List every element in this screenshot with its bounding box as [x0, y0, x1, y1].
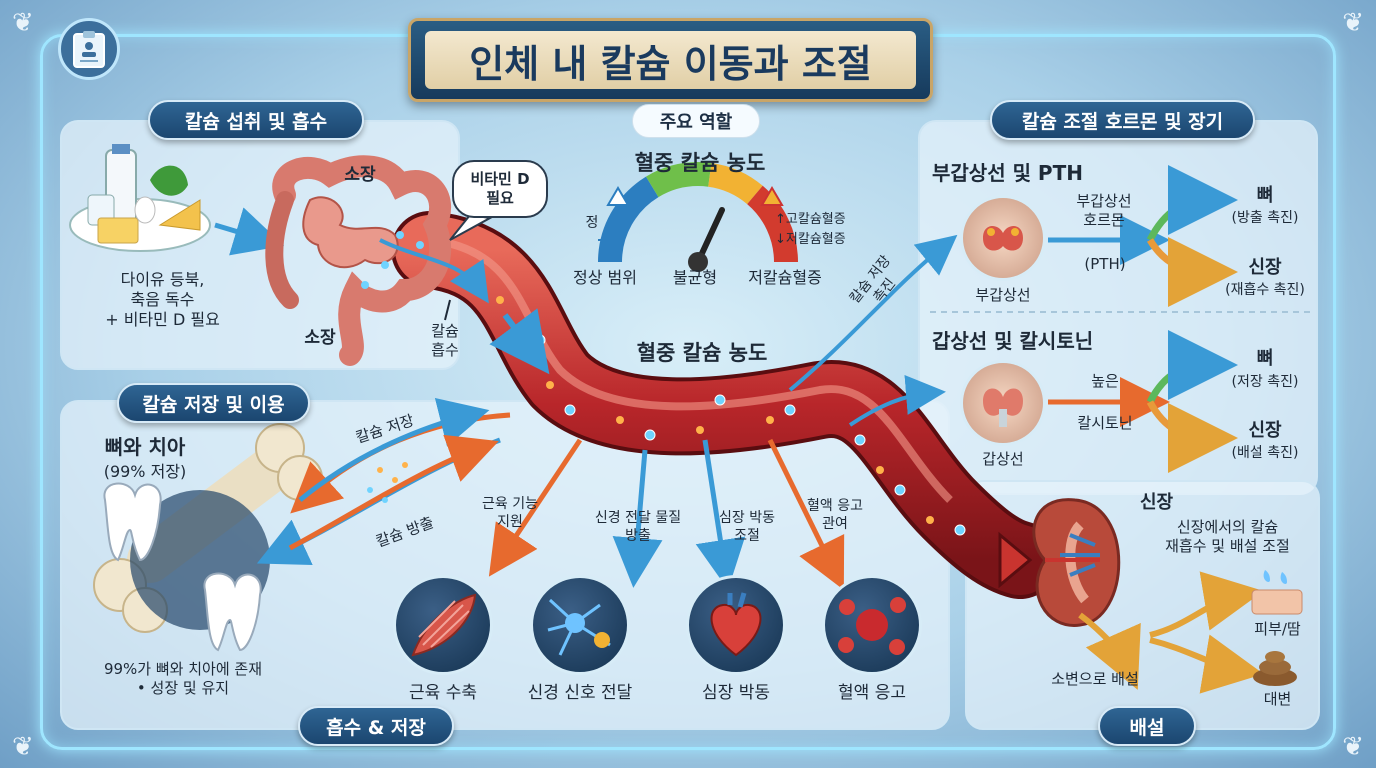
calcitonin-organ: 갑상선	[982, 450, 1024, 468]
corner-ornament-icon: ❦	[1342, 732, 1364, 762]
function-label-nerve: 신경 신호 전달	[527, 683, 633, 703]
gauge-high-label: ↑고칼슘혈증	[775, 212, 846, 227]
calcitonin-hormone: 칼시토닌	[1077, 414, 1133, 432]
intestine-label-top: 소장	[344, 165, 376, 185]
intake-section-label: 칼슘 섭취 및 흡수	[148, 100, 364, 140]
absorb-store-label: 흡수 & 저장	[298, 706, 454, 746]
pth-kidney: 신장	[1248, 257, 1282, 278]
kidney-title: 신장	[1140, 492, 1174, 513]
calcitonin-high: 높은	[1091, 372, 1119, 390]
pth-bone: 뼈	[1256, 185, 1274, 206]
gauge-label-low: 저칼슘혈증	[748, 268, 822, 287]
bones-title: 뼈와 치아	[104, 435, 186, 459]
calcitonin-bone: 뼈	[1256, 348, 1274, 369]
pth-bone-sub: (방출 촉진)	[1231, 210, 1299, 226]
calcitonin-kidney-sub: (배설 촉진)	[1231, 445, 1299, 461]
kidney-desc: 신장에서의 칼슘 재흡수 및 배설 조절	[1165, 518, 1290, 555]
regulation-section-label: 칼슘 조절 호르몬 및 장기	[990, 100, 1255, 140]
neuron-icon	[530, 575, 630, 675]
excretion-section-label: 배설	[1098, 706, 1196, 746]
title-banner: 인체 내 칼슘 이동과 조절	[408, 18, 933, 102]
function-arrow-label: 혈액 응고 관여	[807, 498, 863, 532]
corner-ornament-icon: ❦	[12, 732, 34, 762]
function-arrow-label: 근육 기능 지원	[482, 496, 538, 530]
function-label-muscle: 근육 수축	[409, 683, 477, 703]
roles-section-label: 주요 역할	[632, 104, 760, 138]
gauge-left-small: 정	[585, 215, 599, 231]
absorb-label: 칼슘 흡수	[431, 322, 459, 359]
urine-label: 소변으로 배설	[1051, 670, 1139, 688]
gauge-title: 혈중 칼슘 농도	[634, 151, 766, 175]
pth-kidney-sub: (재흡수 촉진)	[1225, 282, 1305, 298]
muscle-icon	[393, 575, 493, 675]
blood-calcium-label: 혈중 칼슘 농도	[636, 341, 768, 365]
intestine-label-bottom: 소장	[304, 328, 336, 348]
blood-clot-icon	[822, 575, 922, 675]
pth-abbr: (PTH)	[1084, 255, 1126, 273]
bones-sub: (99% 저장)	[103, 462, 187, 481]
pth-organ: 부갑상선	[975, 286, 1031, 304]
heart-icon	[686, 575, 786, 675]
thyroid-icon	[960, 360, 1046, 446]
vitamin-d-bubble: 비타민 D 필요	[452, 160, 548, 218]
clipboard-icon	[58, 18, 120, 80]
skin-label: 피부/땀	[1254, 620, 1301, 638]
calcitonin-bone-sub: (저장 촉진)	[1231, 374, 1299, 390]
storage-section-label: 칼슘 저장 및 이용	[117, 383, 310, 423]
calcitonin-kidney: 신장	[1248, 420, 1282, 441]
corner-ornament-icon: ❦	[1342, 8, 1364, 38]
food-note: 다이유 등북, 축음 독수 + 비타민 D 필요	[105, 270, 220, 329]
gauge-label-imbalance: 불균형	[672, 268, 718, 287]
function-arrow-label: 신경 전달 물질 방출	[594, 510, 682, 544]
gauge-label-normal: 정상 범위	[573, 268, 637, 287]
function-label-clot: 혈액 응고	[838, 683, 906, 703]
pth-title: 부갑상선 및 PTH	[932, 161, 1083, 185]
gauge-low-label: ↓저칼슘혈증	[775, 232, 846, 247]
storage-note: 99%가 뼈와 치아에 존재 • 성장 및 유지	[103, 660, 263, 697]
function-label-heart: 심장 박동	[702, 683, 770, 703]
corner-ornament-icon: ❦	[12, 8, 34, 38]
page-title: 인체 내 칼슘 이동과 조절	[425, 31, 916, 89]
parathyroid-icon	[960, 195, 1046, 281]
function-arrow-label: 심장 박동 조절	[719, 510, 775, 544]
feces-label: 대변	[1263, 690, 1292, 708]
pth-hormone: 부갑상선 호르몬	[1076, 192, 1132, 229]
calcitonin-title: 갑상선 및 칼시토닌	[932, 329, 1094, 353]
